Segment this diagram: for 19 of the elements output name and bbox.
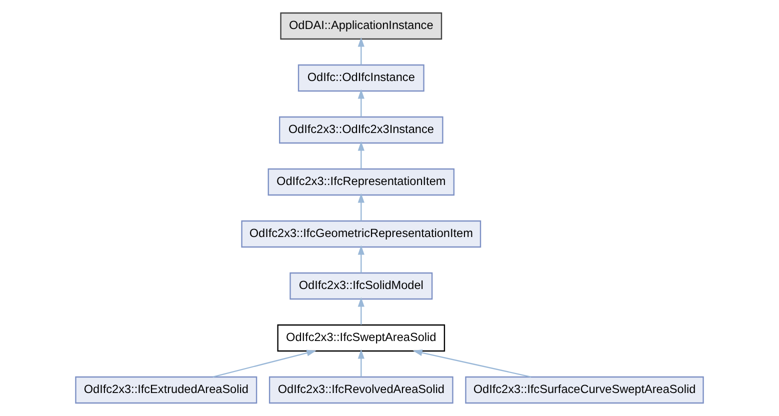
arrow — [358, 245, 364, 273]
arrow — [358, 349, 364, 377]
arrow — [358, 37, 364, 65]
node-box: OdIfc2x3::IfcExtrudedAreaSolid — [75, 376, 258, 404]
node-box: OdIfc2x3::IfcSurfaceCurveSweptAreaSolid — [465, 376, 704, 404]
arrow — [358, 89, 364, 117]
arrow — [358, 297, 364, 325]
node-box: OdIfc2x3::IfcSolidModel — [290, 272, 433, 300]
node-box: OdDAI::ApplicationInstance — [280, 12, 442, 40]
node-box: OdIfc2x3::IfcRepresentationItem — [268, 168, 454, 196]
node-box: OdIfc::OdIfcInstance — [298, 64, 424, 92]
node-box: OdIfc2x3::IfcRevolvedAreaSolid — [268, 376, 454, 404]
node-box: OdIfc2x3::IfcSweptAreaSolid — [277, 324, 446, 352]
node-box: OdIfc2x3::IfcGeometricRepresentationItem — [241, 220, 482, 248]
node-box: OdIfc2x3::OdIfc2x3Instance — [279, 116, 444, 144]
arrow — [212, 350, 316, 378]
arrow — [358, 141, 364, 169]
arrow — [412, 350, 532, 378]
arrow — [358, 193, 364, 221]
